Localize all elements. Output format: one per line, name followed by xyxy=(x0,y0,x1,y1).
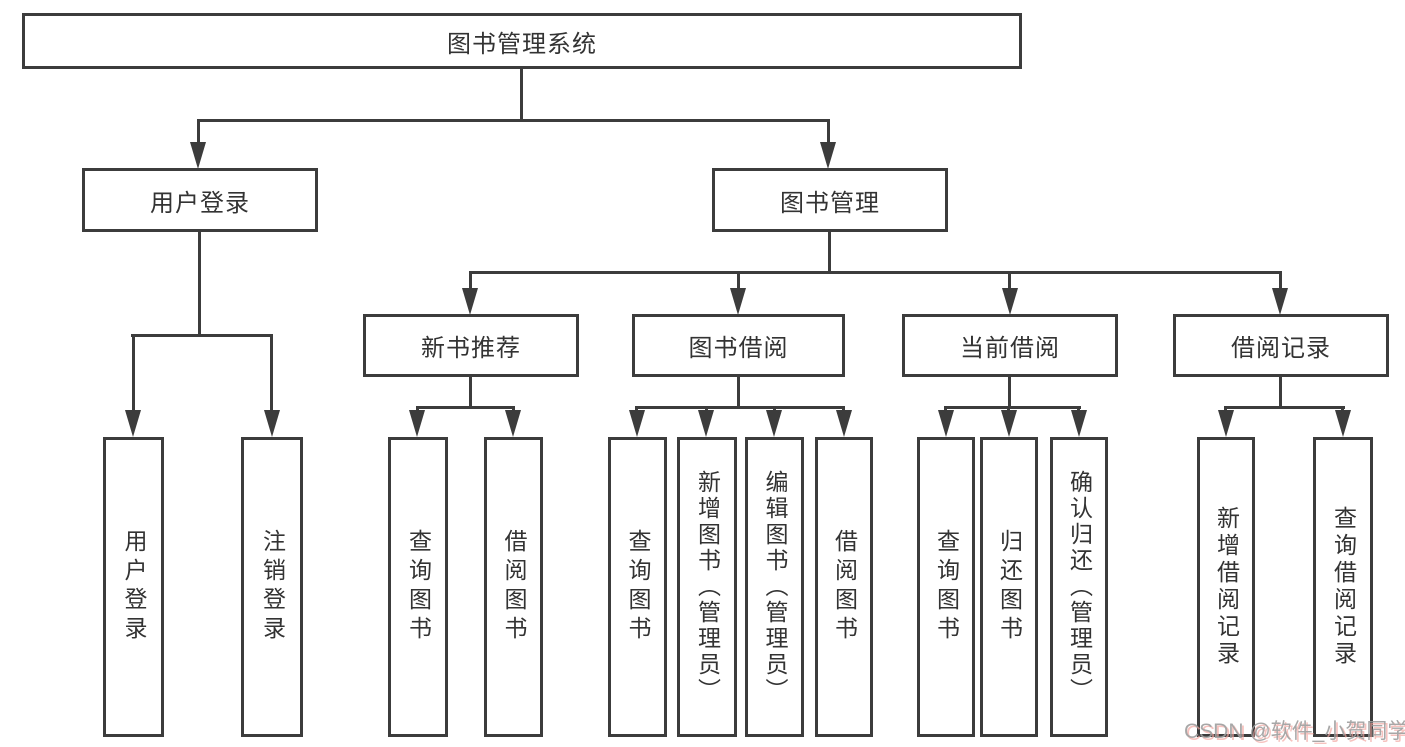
arrowhead-leaf-confirm-return-admin xyxy=(1071,410,1087,437)
arrowhead-leaf-add-borrow-record xyxy=(1218,410,1234,437)
connector-new-book-recommend-bar xyxy=(416,406,515,409)
connector-borrow-records-bar xyxy=(1224,406,1345,409)
connector-current-borrowing-stem xyxy=(1008,377,1011,409)
node-new-book-recommend-label: 新书推荐 xyxy=(421,335,521,362)
leaf-logout-label: 注销登录 xyxy=(259,529,286,645)
watermark: CSDN @软件_小贺同学 xyxy=(1184,720,1405,743)
leaf-add-book-admin: 新增图书（管理员） xyxy=(677,437,737,737)
connector-user-login-stem xyxy=(198,232,201,336)
arrowhead-leaf-add-book-admin xyxy=(698,410,714,437)
leaf-return-book-label: 归还图书 xyxy=(996,529,1023,645)
node-current-borrowing: 当前借阅 xyxy=(902,314,1118,377)
connector-borrow-records-stem xyxy=(1279,377,1282,409)
leaf-logout: 注销登录 xyxy=(241,437,303,737)
connector-to-new-book-recommend xyxy=(469,271,472,297)
node-user-login-label: 用户登录 xyxy=(150,189,250,217)
connector-to-book-management xyxy=(827,119,830,147)
node-book-borrowing-label: 图书借阅 xyxy=(688,335,789,362)
connector-root-stem xyxy=(520,68,523,120)
connector-book-management-bar xyxy=(469,271,1282,274)
arrowhead-leaf-query-books-current xyxy=(938,410,954,437)
leaf-borrow-books-recommend-label: 借阅图书 xyxy=(501,529,527,645)
arrowhead-book-borrowing xyxy=(730,288,746,315)
connector-to-user-login xyxy=(197,119,200,147)
node-borrow-records: 借阅记录 xyxy=(1173,314,1389,377)
leaf-confirm-return-admin: 确认归还（管理员） xyxy=(1050,437,1108,737)
connector-to-leaf-user-login xyxy=(132,334,135,412)
arrowhead-new-book-recommend xyxy=(462,288,478,315)
connector-user-login-bar xyxy=(131,334,273,337)
leaf-edit-book-admin: 编辑图书（管理员） xyxy=(745,437,804,737)
leaf-query-borrow-record-label: 查询借阅记录 xyxy=(1330,506,1357,668)
connector-to-book-borrowing xyxy=(737,271,740,297)
node-new-book-recommend: 新书推荐 xyxy=(363,314,579,377)
leaf-return-book: 归还图书 xyxy=(980,437,1038,737)
arrowhead-leaf-query-books-borrowing xyxy=(629,410,645,437)
connector-current-borrowing-bar xyxy=(944,406,1081,409)
node-borrow-records-label: 借阅记录 xyxy=(1231,335,1331,362)
connector-to-current-borrowing xyxy=(1008,271,1011,297)
leaf-add-borrow-record: 新增借阅记录 xyxy=(1197,437,1255,737)
connector-to-leaf-logout xyxy=(270,334,273,412)
leaf-query-books-current: 查询图书 xyxy=(917,437,975,737)
node-root-label: 图书管理系统 xyxy=(447,30,597,58)
connector-root-bar xyxy=(197,119,830,122)
node-book-borrowing: 图书借阅 xyxy=(632,314,845,377)
arrowhead-leaf-user-login xyxy=(125,410,141,437)
arrowhead-leaf-query-books-recommend xyxy=(409,410,425,437)
connector-book-borrowing-bar xyxy=(635,406,845,409)
leaf-confirm-return-admin-label: 确认归还（管理员） xyxy=(1066,470,1093,704)
connector-to-borrow-records xyxy=(1279,271,1282,297)
arrowhead-leaf-edit-book-admin xyxy=(766,410,782,437)
arrowhead-leaf-logout xyxy=(264,410,280,437)
node-current-borrowing-label: 当前借阅 xyxy=(960,335,1060,362)
node-user-login: 用户登录 xyxy=(82,168,318,232)
node-book-management: 图书管理 xyxy=(712,168,948,232)
arrowhead-current-borrowing xyxy=(1002,288,1018,315)
leaf-borrow-books-borrowing-label: 借阅图书 xyxy=(831,529,858,645)
leaf-query-books-current-label: 查询图书 xyxy=(933,529,960,645)
arrowhead-user-login xyxy=(190,142,206,169)
connector-book-borrowing-stem xyxy=(737,377,740,409)
arrowhead-leaf-borrow-books-recommend xyxy=(505,410,521,437)
leaf-user-login: 用户登录 xyxy=(103,437,164,737)
leaf-add-borrow-record-label: 新增借阅记录 xyxy=(1213,506,1240,668)
node-book-management-label: 图书管理 xyxy=(780,189,880,217)
leaf-add-book-admin-label: 新增图书（管理员） xyxy=(694,470,721,704)
leaf-query-books-borrowing-label: 查询图书 xyxy=(625,529,651,645)
leaf-query-borrow-record: 查询借阅记录 xyxy=(1313,437,1373,737)
arrowhead-leaf-query-borrow-record xyxy=(1335,410,1351,437)
leaf-query-books-recommend: 查询图书 xyxy=(388,437,448,737)
arrowhead-book-management xyxy=(820,142,836,169)
leaf-edit-book-admin-label: 编辑图书（管理员） xyxy=(762,470,788,704)
arrowhead-leaf-return-book xyxy=(1001,410,1017,437)
connector-new-book-recommend-stem xyxy=(469,377,472,409)
leaf-query-books-borrowing: 查询图书 xyxy=(608,437,667,737)
leaf-borrow-books-borrowing: 借阅图书 xyxy=(815,437,873,737)
arrowhead-leaf-borrow-books-borrowing xyxy=(836,410,852,437)
leaf-borrow-books-recommend: 借阅图书 xyxy=(484,437,543,737)
leaf-user-login-label: 用户登录 xyxy=(121,529,147,645)
leaf-query-books-recommend-label: 查询图书 xyxy=(405,529,432,645)
arrowhead-borrow-records xyxy=(1272,288,1288,315)
node-root: 图书管理系统 xyxy=(22,13,1022,69)
connector-book-management-stem xyxy=(828,232,831,274)
